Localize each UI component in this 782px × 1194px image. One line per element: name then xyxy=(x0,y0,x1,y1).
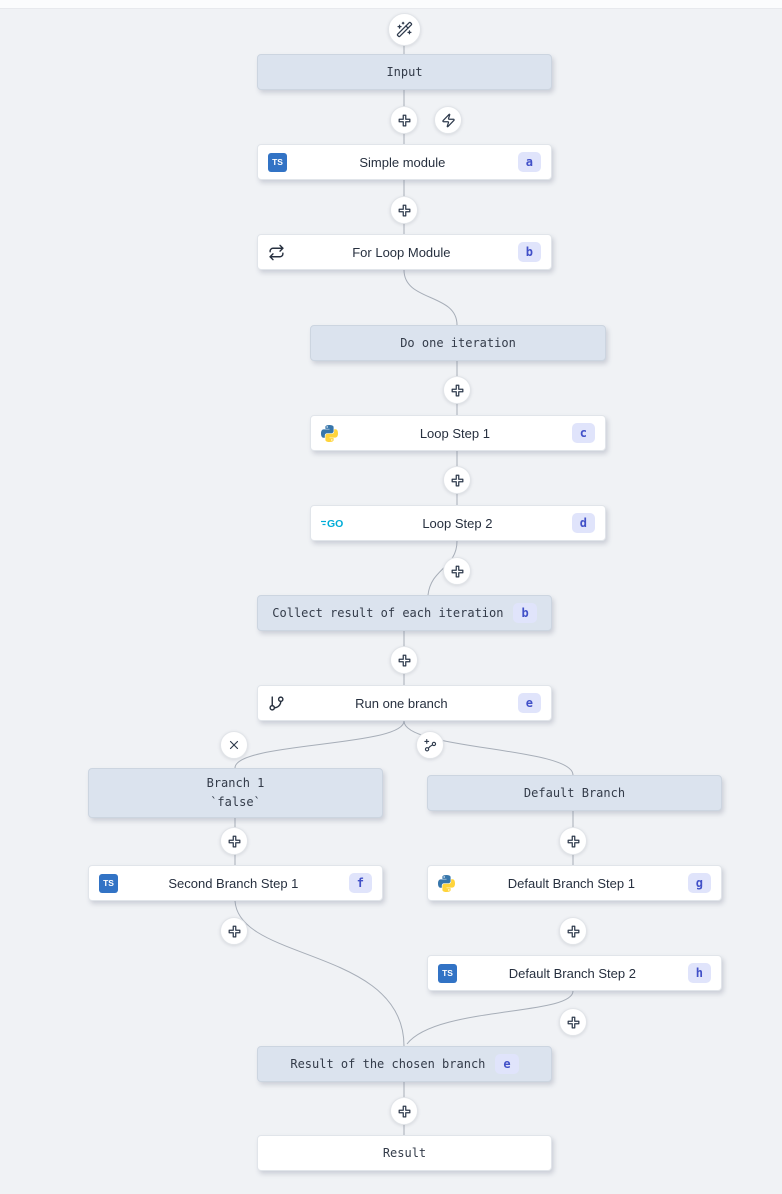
plus-icon xyxy=(227,834,242,849)
add-branch-button[interactable] xyxy=(416,731,444,759)
node-label: Input xyxy=(386,65,423,79)
top-border-strip xyxy=(0,0,782,9)
insert-step-button[interactable] xyxy=(559,917,587,945)
branch-label: Branch 1 xyxy=(206,775,265,790)
plus-icon xyxy=(397,1104,412,1119)
typescript-icon: TS xyxy=(438,963,457,983)
step-id-badge: e xyxy=(517,693,541,713)
insert-step-button[interactable] xyxy=(559,827,587,855)
git-branch-icon xyxy=(268,695,285,712)
plus-icon xyxy=(450,564,465,579)
node-result-of-chosen-branch[interactable]: Result of the chosen branch e xyxy=(257,1046,552,1082)
node-label: Result of the chosen branch xyxy=(290,1057,486,1071)
node-loop-step-1[interactable]: Loop Step 1 c xyxy=(310,415,606,451)
node-default-branch-step-2[interactable]: TS Default Branch Step 2 h xyxy=(427,955,722,991)
git-branch-plus-icon xyxy=(423,738,438,753)
repeat-icon xyxy=(268,244,285,261)
node-label: Loop Step 2 xyxy=(422,515,493,531)
node-for-loop-module[interactable]: For Loop Module b xyxy=(257,234,552,270)
node-label: For Loop Module xyxy=(352,244,451,260)
node-label: Collect result of each iteration xyxy=(272,606,504,620)
zap-icon xyxy=(441,113,456,128)
go-icon: GO xyxy=(321,517,343,529)
node-label: Default Branch xyxy=(523,786,626,800)
remove-branch-button[interactable] xyxy=(220,731,248,759)
trigger-button[interactable] xyxy=(434,106,462,134)
plus-icon xyxy=(450,473,465,488)
node-label: Default Branch Step 1 xyxy=(507,875,635,891)
python-icon xyxy=(438,875,455,892)
wand-sparkles-icon xyxy=(396,21,413,38)
node-label: Default Branch Step 2 xyxy=(508,965,636,981)
insert-step-button[interactable] xyxy=(390,1097,418,1125)
node-label: Run one branch xyxy=(355,695,448,711)
node-simple-module[interactable]: TS Simple module a xyxy=(257,144,552,180)
step-id-badge: d xyxy=(571,513,595,533)
insert-step-button[interactable] xyxy=(443,557,471,585)
plus-icon xyxy=(397,113,412,128)
plus-icon xyxy=(566,834,581,849)
step-id-badge: b xyxy=(517,242,541,262)
step-id-badge: c xyxy=(571,423,595,443)
step-id-badge: g xyxy=(687,873,711,893)
node-label: Do one iteration xyxy=(400,336,516,350)
step-id-badge: a xyxy=(517,152,541,172)
insert-step-button[interactable] xyxy=(220,917,248,945)
plus-icon xyxy=(450,383,465,398)
python-icon xyxy=(321,425,338,442)
plus-icon xyxy=(397,653,412,668)
node-label: Result xyxy=(382,1146,427,1160)
insert-step-button[interactable] xyxy=(220,827,248,855)
insert-step-button[interactable] xyxy=(559,1008,587,1036)
node-label: Loop Step 1 xyxy=(419,425,490,441)
ai-flow-builder-button[interactable] xyxy=(388,13,421,46)
node-do-one-iteration[interactable]: Do one iteration xyxy=(310,325,606,361)
insert-step-button[interactable] xyxy=(390,646,418,674)
node-branch-1[interactable]: Branch 1 `false` xyxy=(88,768,383,818)
node-default-branch[interactable]: Default Branch xyxy=(427,775,722,811)
step-id-badge: f xyxy=(348,873,372,893)
node-label: Simple module xyxy=(359,154,446,170)
step-id-badge: b xyxy=(513,603,537,623)
typescript-icon: TS xyxy=(99,873,118,893)
plus-icon xyxy=(227,924,242,939)
insert-step-button[interactable] xyxy=(443,466,471,494)
insert-step-button[interactable] xyxy=(390,106,418,134)
node-result[interactable]: Result xyxy=(257,1135,552,1171)
node-loop-step-2[interactable]: GO Loop Step 2 d xyxy=(310,505,606,541)
node-collect-result[interactable]: Collect result of each iteration b xyxy=(257,595,552,631)
node-run-one-branch[interactable]: Run one branch e xyxy=(257,685,552,721)
x-icon xyxy=(227,738,241,752)
node-label: Second Branch Step 1 xyxy=(168,875,299,891)
plus-icon xyxy=(397,203,412,218)
svg-text:GO: GO xyxy=(327,518,343,529)
node-default-branch-step-1[interactable]: Default Branch Step 1 g xyxy=(427,865,722,901)
node-input[interactable]: Input xyxy=(257,54,552,90)
insert-step-button[interactable] xyxy=(443,376,471,404)
plus-icon xyxy=(566,924,581,939)
branch-condition: `false` xyxy=(210,795,261,809)
step-id-badge: e xyxy=(495,1054,519,1074)
typescript-icon: TS xyxy=(268,152,287,172)
node-second-branch-step-1[interactable]: TS Second Branch Step 1 f xyxy=(88,865,383,901)
step-id-badge: h xyxy=(687,963,711,983)
insert-step-button[interactable] xyxy=(390,196,418,224)
plus-icon xyxy=(566,1015,581,1030)
